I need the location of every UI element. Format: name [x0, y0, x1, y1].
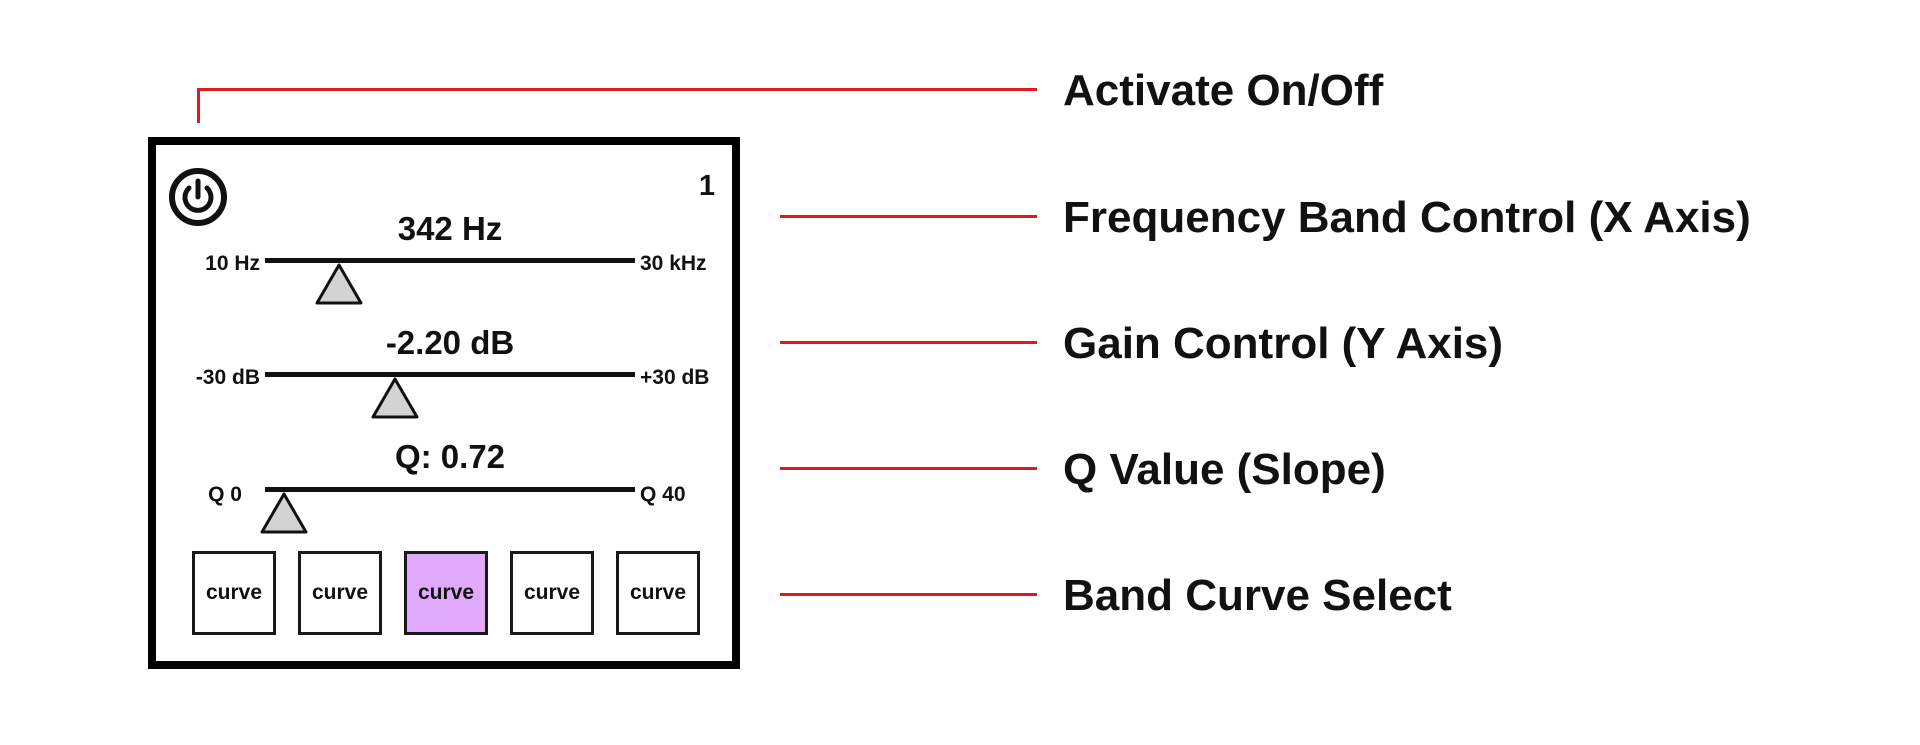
callout-line-activate: [197, 88, 1037, 91]
frequency-value-label: 342 Hz: [397, 210, 503, 247]
q-max-label: Q 40: [640, 483, 686, 506]
q-slider-track[interactable]: [265, 487, 635, 492]
band-number: 1: [698, 170, 715, 202]
frequency-slider-track[interactable]: [265, 258, 635, 263]
gain-slider-track[interactable]: [265, 372, 635, 377]
curve-button-5[interactable]: curve: [616, 551, 700, 635]
curve-button-3[interactable]: curve: [404, 551, 488, 635]
q-value-label: Q: 0.72: [394, 438, 506, 475]
callout-label-activate: Activate On/Off: [1063, 66, 1384, 115]
callout-label-frequency: Frequency Band Control (X Axis): [1063, 193, 1751, 242]
curve-button-4[interactable]: curve: [510, 551, 594, 635]
callout-line-gain: [780, 341, 1037, 344]
callout-line-curve: [780, 593, 1037, 596]
q-min-label: Q 0: [208, 483, 242, 506]
callout-line-frequency: [780, 215, 1037, 218]
gain-slider-thumb[interactable]: [370, 376, 420, 420]
gain-min-label: -30 dB: [195, 366, 260, 389]
callout-line-activate-vertical: [197, 88, 200, 123]
callout-line-q: [780, 467, 1037, 470]
frequency-max-label: 30 kHz: [640, 252, 707, 275]
curve-button-1[interactable]: curve: [192, 551, 276, 635]
gain-max-label: +30 dB: [640, 366, 710, 389]
frequency-min-label: 10 Hz: [205, 252, 260, 275]
frequency-slider-thumb[interactable]: [314, 262, 364, 306]
q-slider-thumb[interactable]: [259, 491, 309, 535]
gain-value-label: -2.20 dB: [385, 324, 515, 361]
power-icon[interactable]: [168, 167, 228, 227]
callout-label-curve: Band Curve Select: [1063, 571, 1452, 620]
callout-label-gain: Gain Control (Y Axis): [1063, 319, 1504, 368]
callout-label-q: Q Value (Slope): [1063, 445, 1386, 494]
curve-button-2[interactable]: curve: [298, 551, 382, 635]
